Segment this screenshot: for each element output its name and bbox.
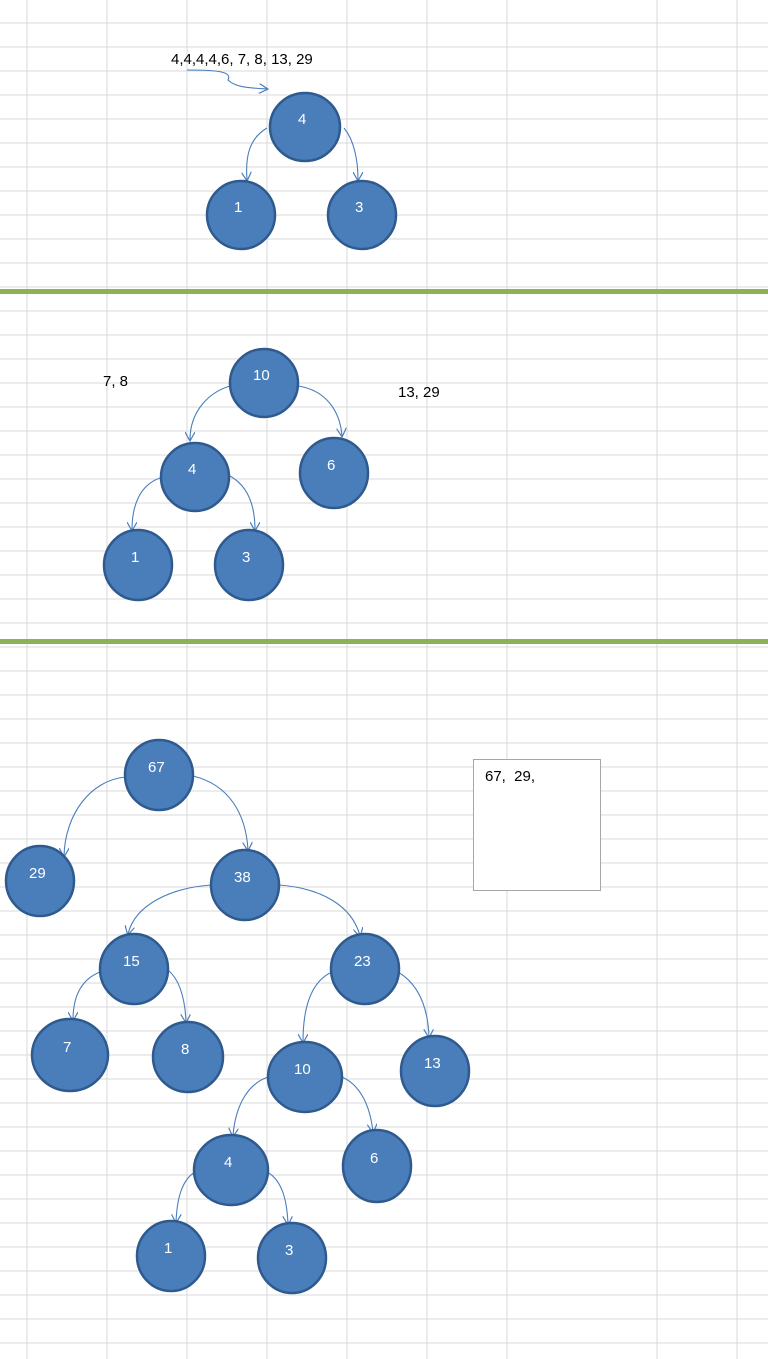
arrow	[132, 477, 161, 530]
remaining-right-text: 13, 29	[398, 384, 440, 401]
node-label: 67	[148, 759, 165, 776]
arrows	[64, 69, 429, 1224]
tree-node[interactable]: 1	[102, 528, 174, 602]
remaining-left-text: 7, 8	[103, 373, 128, 390]
arrow	[128, 884, 212, 934]
tree-node[interactable]: 3	[256, 1221, 328, 1295]
node-label: 3	[285, 1242, 293, 1259]
node-circle	[256, 1221, 328, 1295]
node-circle	[4, 844, 76, 918]
node-circle	[399, 1034, 471, 1108]
arrow	[303, 971, 333, 1042]
tree-node[interactable]: 1	[135, 1219, 207, 1293]
node-circle	[326, 179, 398, 251]
arrow	[167, 969, 186, 1022]
arrow	[229, 475, 255, 530]
tree-node[interactable]: 8	[151, 1020, 225, 1094]
node-label: 8	[181, 1041, 189, 1058]
node-label: 38	[234, 869, 251, 886]
tree-node[interactable]: 4	[192, 1133, 270, 1207]
tree-node[interactable]: 23	[329, 932, 401, 1006]
arrow	[397, 971, 429, 1037]
sequence-text: 4,4,4,4,6, 7, 8, 13, 29	[171, 51, 313, 68]
tree-node[interactable]: 13	[399, 1034, 471, 1108]
node-label: 3	[355, 199, 363, 216]
tree-node[interactable]: 29	[4, 844, 76, 918]
node-circle	[213, 528, 285, 602]
arrow	[190, 385, 231, 440]
node-circle	[151, 1020, 225, 1094]
node-label: 13	[424, 1055, 441, 1072]
node-circle	[102, 528, 174, 602]
tree-node[interactable]: 6	[341, 1128, 413, 1204]
node-label: 6	[370, 1150, 378, 1167]
node-circle	[30, 1017, 110, 1093]
tree-node[interactable]: 10	[228, 347, 300, 419]
node-circle	[341, 1128, 413, 1204]
arrow	[297, 385, 342, 436]
arrow-sequence-to-root	[186, 69, 267, 89]
node-label: 1	[234, 199, 242, 216]
node-circle	[135, 1219, 207, 1293]
tree-node[interactable]: 10	[266, 1040, 344, 1114]
arrow	[64, 776, 127, 856]
tree-node[interactable]: 7	[30, 1017, 110, 1093]
node-label: 10	[294, 1061, 311, 1078]
node-label: 29	[29, 865, 46, 882]
separator-line	[0, 639, 768, 644]
tree-node[interactable]: 1	[205, 179, 277, 251]
node-label: 4	[298, 111, 306, 128]
node-circle	[209, 848, 281, 922]
tree-node[interactable]: 3	[213, 528, 285, 602]
tree-node[interactable]: 3	[326, 179, 398, 251]
node-label: 3	[242, 549, 250, 566]
node-label: 7	[63, 1039, 71, 1056]
node-circle	[123, 738, 195, 812]
arrow	[341, 1076, 373, 1132]
tree-node[interactable]: 15	[98, 932, 170, 1006]
node-circle	[266, 1040, 344, 1114]
node-label: 1	[164, 1240, 172, 1257]
tree-node[interactable]: 6	[298, 436, 370, 510]
node-circle	[159, 441, 231, 513]
separator-line	[0, 289, 768, 294]
node-circle	[329, 932, 401, 1006]
node-circle	[228, 347, 300, 419]
arrow	[73, 971, 101, 1020]
node-label: 1	[131, 549, 139, 566]
node-circle	[192, 1133, 270, 1207]
arrow	[176, 1171, 196, 1222]
node-label: 23	[354, 953, 371, 970]
arrow	[266, 1171, 288, 1224]
node-label: 4	[224, 1154, 232, 1171]
tree-node[interactable]: 4	[268, 91, 342, 163]
arrow	[192, 775, 248, 850]
node-circle	[268, 91, 342, 163]
tree-node[interactable]: 4	[159, 441, 231, 513]
arrow	[278, 884, 360, 936]
node-label: 6	[327, 457, 335, 474]
arrow	[343, 127, 358, 180]
node-circle	[98, 932, 170, 1006]
tree-node[interactable]: 38	[209, 848, 281, 922]
node-circle	[298, 436, 370, 510]
text-box[interactable]: 67, 29,	[473, 759, 601, 891]
node-label: 4	[188, 461, 196, 478]
node-circle	[205, 179, 277, 251]
tree-node[interactable]: 67	[123, 738, 195, 812]
node-label: 15	[123, 953, 140, 970]
node-label: 10	[253, 367, 270, 384]
arrow	[233, 1076, 269, 1136]
arrow	[247, 127, 268, 180]
